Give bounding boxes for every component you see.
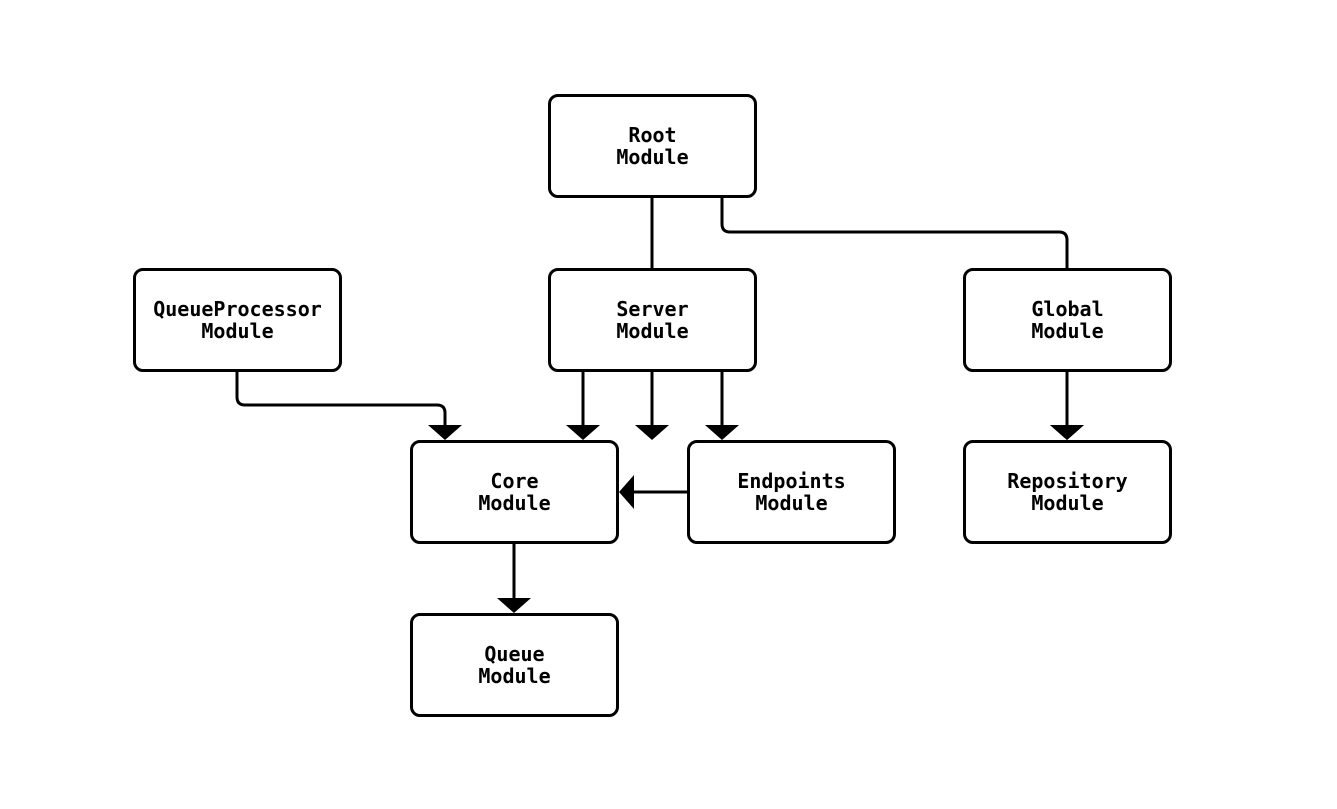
- node-queue-module: Queue Module: [410, 613, 619, 717]
- node-repository-module: Repository Module: [963, 440, 1172, 544]
- edge-core-to-queue: [497, 544, 531, 613]
- node-endpoints-module: Endpoints Module: [687, 440, 896, 544]
- edge-global-to-repository: [1050, 372, 1084, 440]
- edge-endpoints-to-core: [619, 475, 687, 509]
- edge-server-to-core: [566, 372, 600, 440]
- node-root-module: Root Module: [548, 94, 757, 198]
- edge-queueprocessor-to-core: [235, 372, 462, 440]
- node-server-module: Server Module: [548, 268, 757, 372]
- node-queueprocessor-module: QueueProcessor Module: [133, 268, 342, 372]
- edge-server-to-endpoints: [705, 372, 739, 440]
- node-global-module: Global Module: [963, 268, 1172, 372]
- node-core-module: Core Module: [410, 440, 619, 544]
